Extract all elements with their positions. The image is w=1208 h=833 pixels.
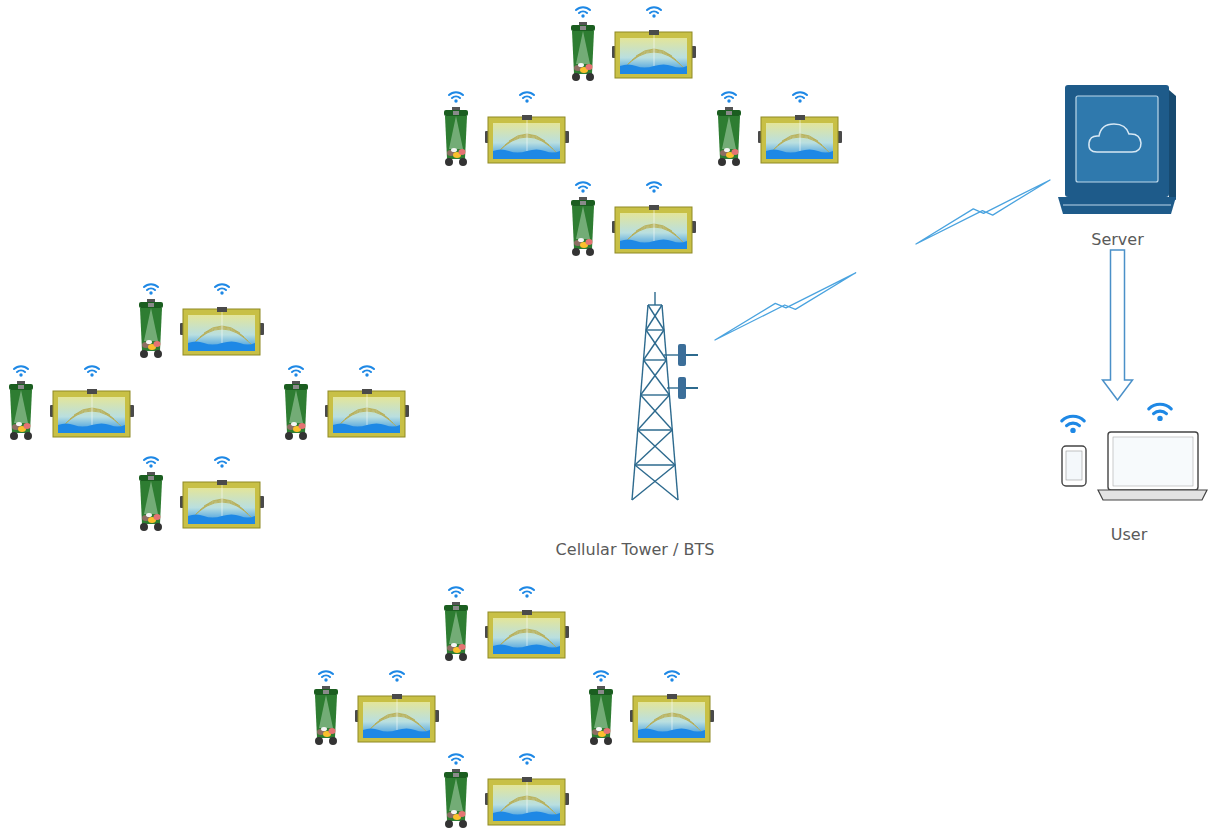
sensor-pair — [314, 671, 439, 745]
sensor-pair — [444, 587, 569, 661]
user-node: User — [1050, 400, 1208, 545]
lightning-bolt — [715, 273, 856, 340]
sensor-pair — [444, 754, 569, 828]
sensor-pair — [444, 92, 569, 166]
sensor-pair — [571, 7, 696, 81]
node-label: User — [1111, 525, 1147, 545]
flow-arrow — [1103, 250, 1133, 400]
server-computer — [1058, 85, 1176, 214]
tower-node: Cellular Tower / BTS — [555, 295, 715, 560]
hollow-arrow — [1103, 250, 1133, 400]
sensor-pair — [139, 284, 264, 358]
sensor-pair — [589, 671, 714, 745]
sensor-pair — [139, 457, 264, 531]
sensor-pair — [717, 92, 842, 166]
node-label: Cellular Tower / BTS — [556, 540, 715, 560]
sensor-pair — [571, 182, 696, 256]
wireless-link — [715, 180, 1050, 340]
sensor-pair — [9, 366, 134, 440]
cell-tower — [632, 292, 680, 500]
node-label: Server — [1091, 230, 1143, 250]
user-devices — [1062, 404, 1207, 500]
server-node: Server — [1050, 80, 1185, 250]
antenna-panels — [678, 344, 698, 399]
lightning-bolt — [916, 180, 1050, 244]
sensor-pair — [284, 366, 409, 440]
